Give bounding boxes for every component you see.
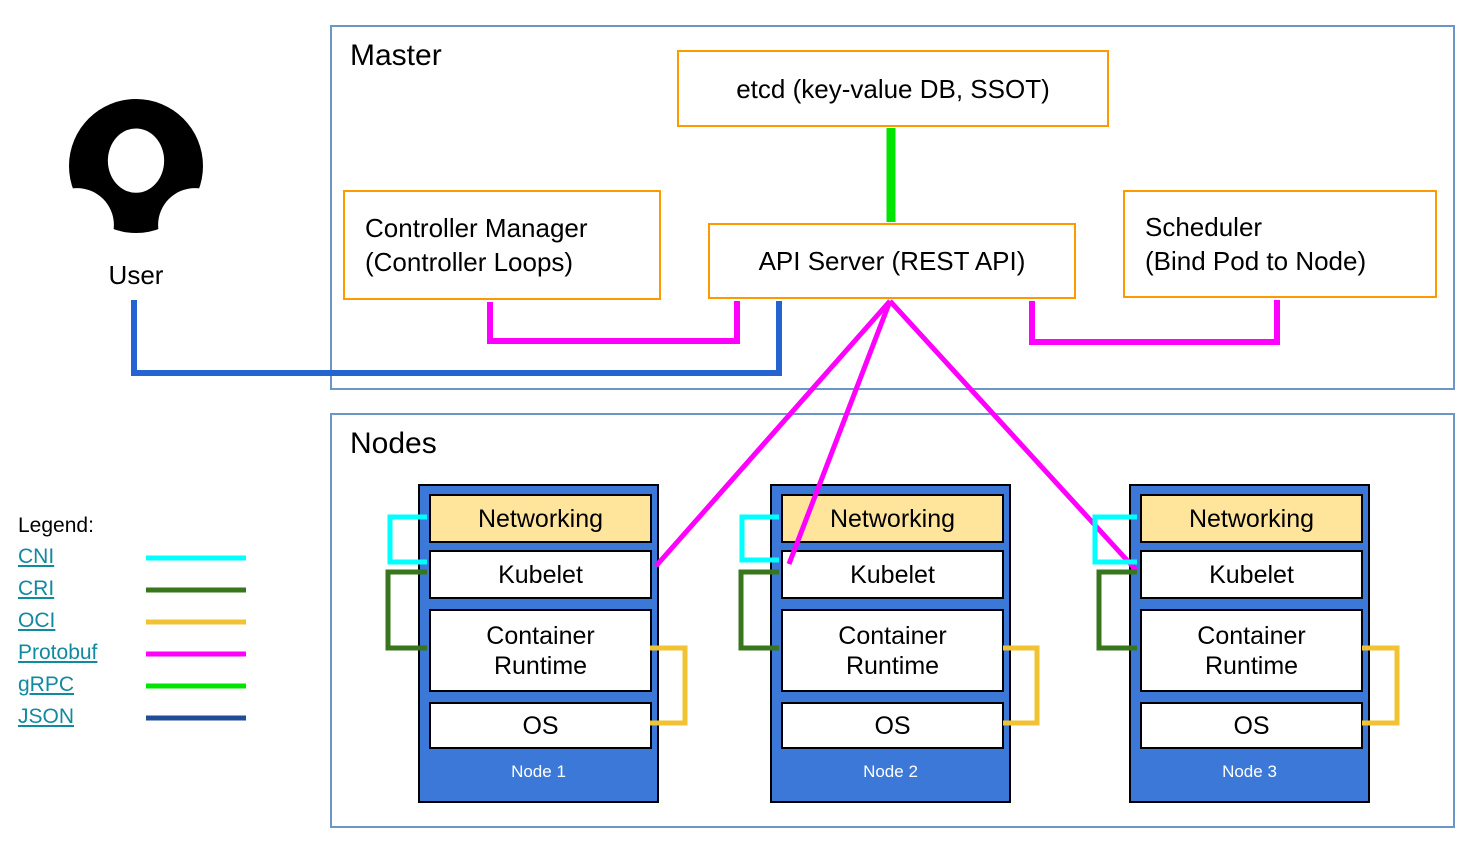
legend-item-grpc: gRPC [18,673,74,699]
legend-item-json: JSON [18,705,74,731]
node-2-label: Node 2 [863,762,918,781]
node-2-kubelet-layer: Kubelet [781,550,1004,599]
node-3-kubelet-layer: Kubelet [1140,550,1363,599]
node-3-networking-layer: Networking [1140,494,1363,543]
etcd-box: etcd (key-value DB, SSOT) [677,50,1109,127]
protobuf-link[interactable]: Protobuf [18,641,98,664]
legend-item-oci: OCI [18,609,55,635]
grpc-link[interactable]: gRPC [18,673,75,696]
controller-manager-box: Controller Manager (Controller Loops) [343,190,661,300]
node-3-container-runtime-layer: Container Runtime [1140,609,1363,692]
node-2-container-runtime-layer: Container Runtime [781,609,1004,692]
nodes-title: Nodes [350,427,437,460]
master-title: Master [350,39,442,72]
cni-link[interactable]: CNI [18,545,55,568]
scheduler-label-line1: Scheduler [1145,212,1263,242]
legend-title: Legend: [18,514,94,537]
controller-manager-label-line1: Controller Manager [365,213,588,243]
node-3: Networking Kubelet Container Runtime OS … [1129,484,1370,803]
node-1-kubelet-layer: Kubelet [429,550,652,599]
node-2: Networking Kubelet Container Runtime OS … [770,484,1011,803]
scheduler-box: Scheduler (Bind Pod to Node) [1123,190,1437,298]
user-label: User [108,260,164,290]
etcd-label: etcd (key-value DB, SSOT) [736,73,1050,104]
legend-item-cni: CNI [18,545,54,571]
node-3-label: Node 3 [1222,762,1277,781]
oci-link[interactable]: OCI [18,609,56,632]
legend-item-cri: CRI [18,577,54,603]
node-3-os-layer: OS [1140,702,1363,749]
node-1-os-layer: OS [429,702,652,749]
node-2-os-layer: OS [781,702,1004,749]
node-1-label: Node 1 [511,762,566,781]
node-2-networking-layer: Networking [781,494,1004,543]
node-1-container-runtime-layer: Container Runtime [429,609,652,692]
legend-item-protobuf: Protobuf [18,641,97,667]
scheduler-label-line2: (Bind Pod to Node) [1145,246,1367,276]
node-1: Networking Kubelet Container Runtime OS … [418,484,659,803]
api-server-box: API Server (REST API) [708,223,1076,299]
api-server-label: API Server (REST API) [758,246,1026,276]
json-link[interactable]: JSON [18,705,75,728]
cri-link[interactable]: CRI [18,577,55,600]
node-1-networking-layer: Networking [429,494,652,543]
controller-manager-label-line2: (Controller Loops) [365,247,574,277]
user-icon [69,99,203,233]
